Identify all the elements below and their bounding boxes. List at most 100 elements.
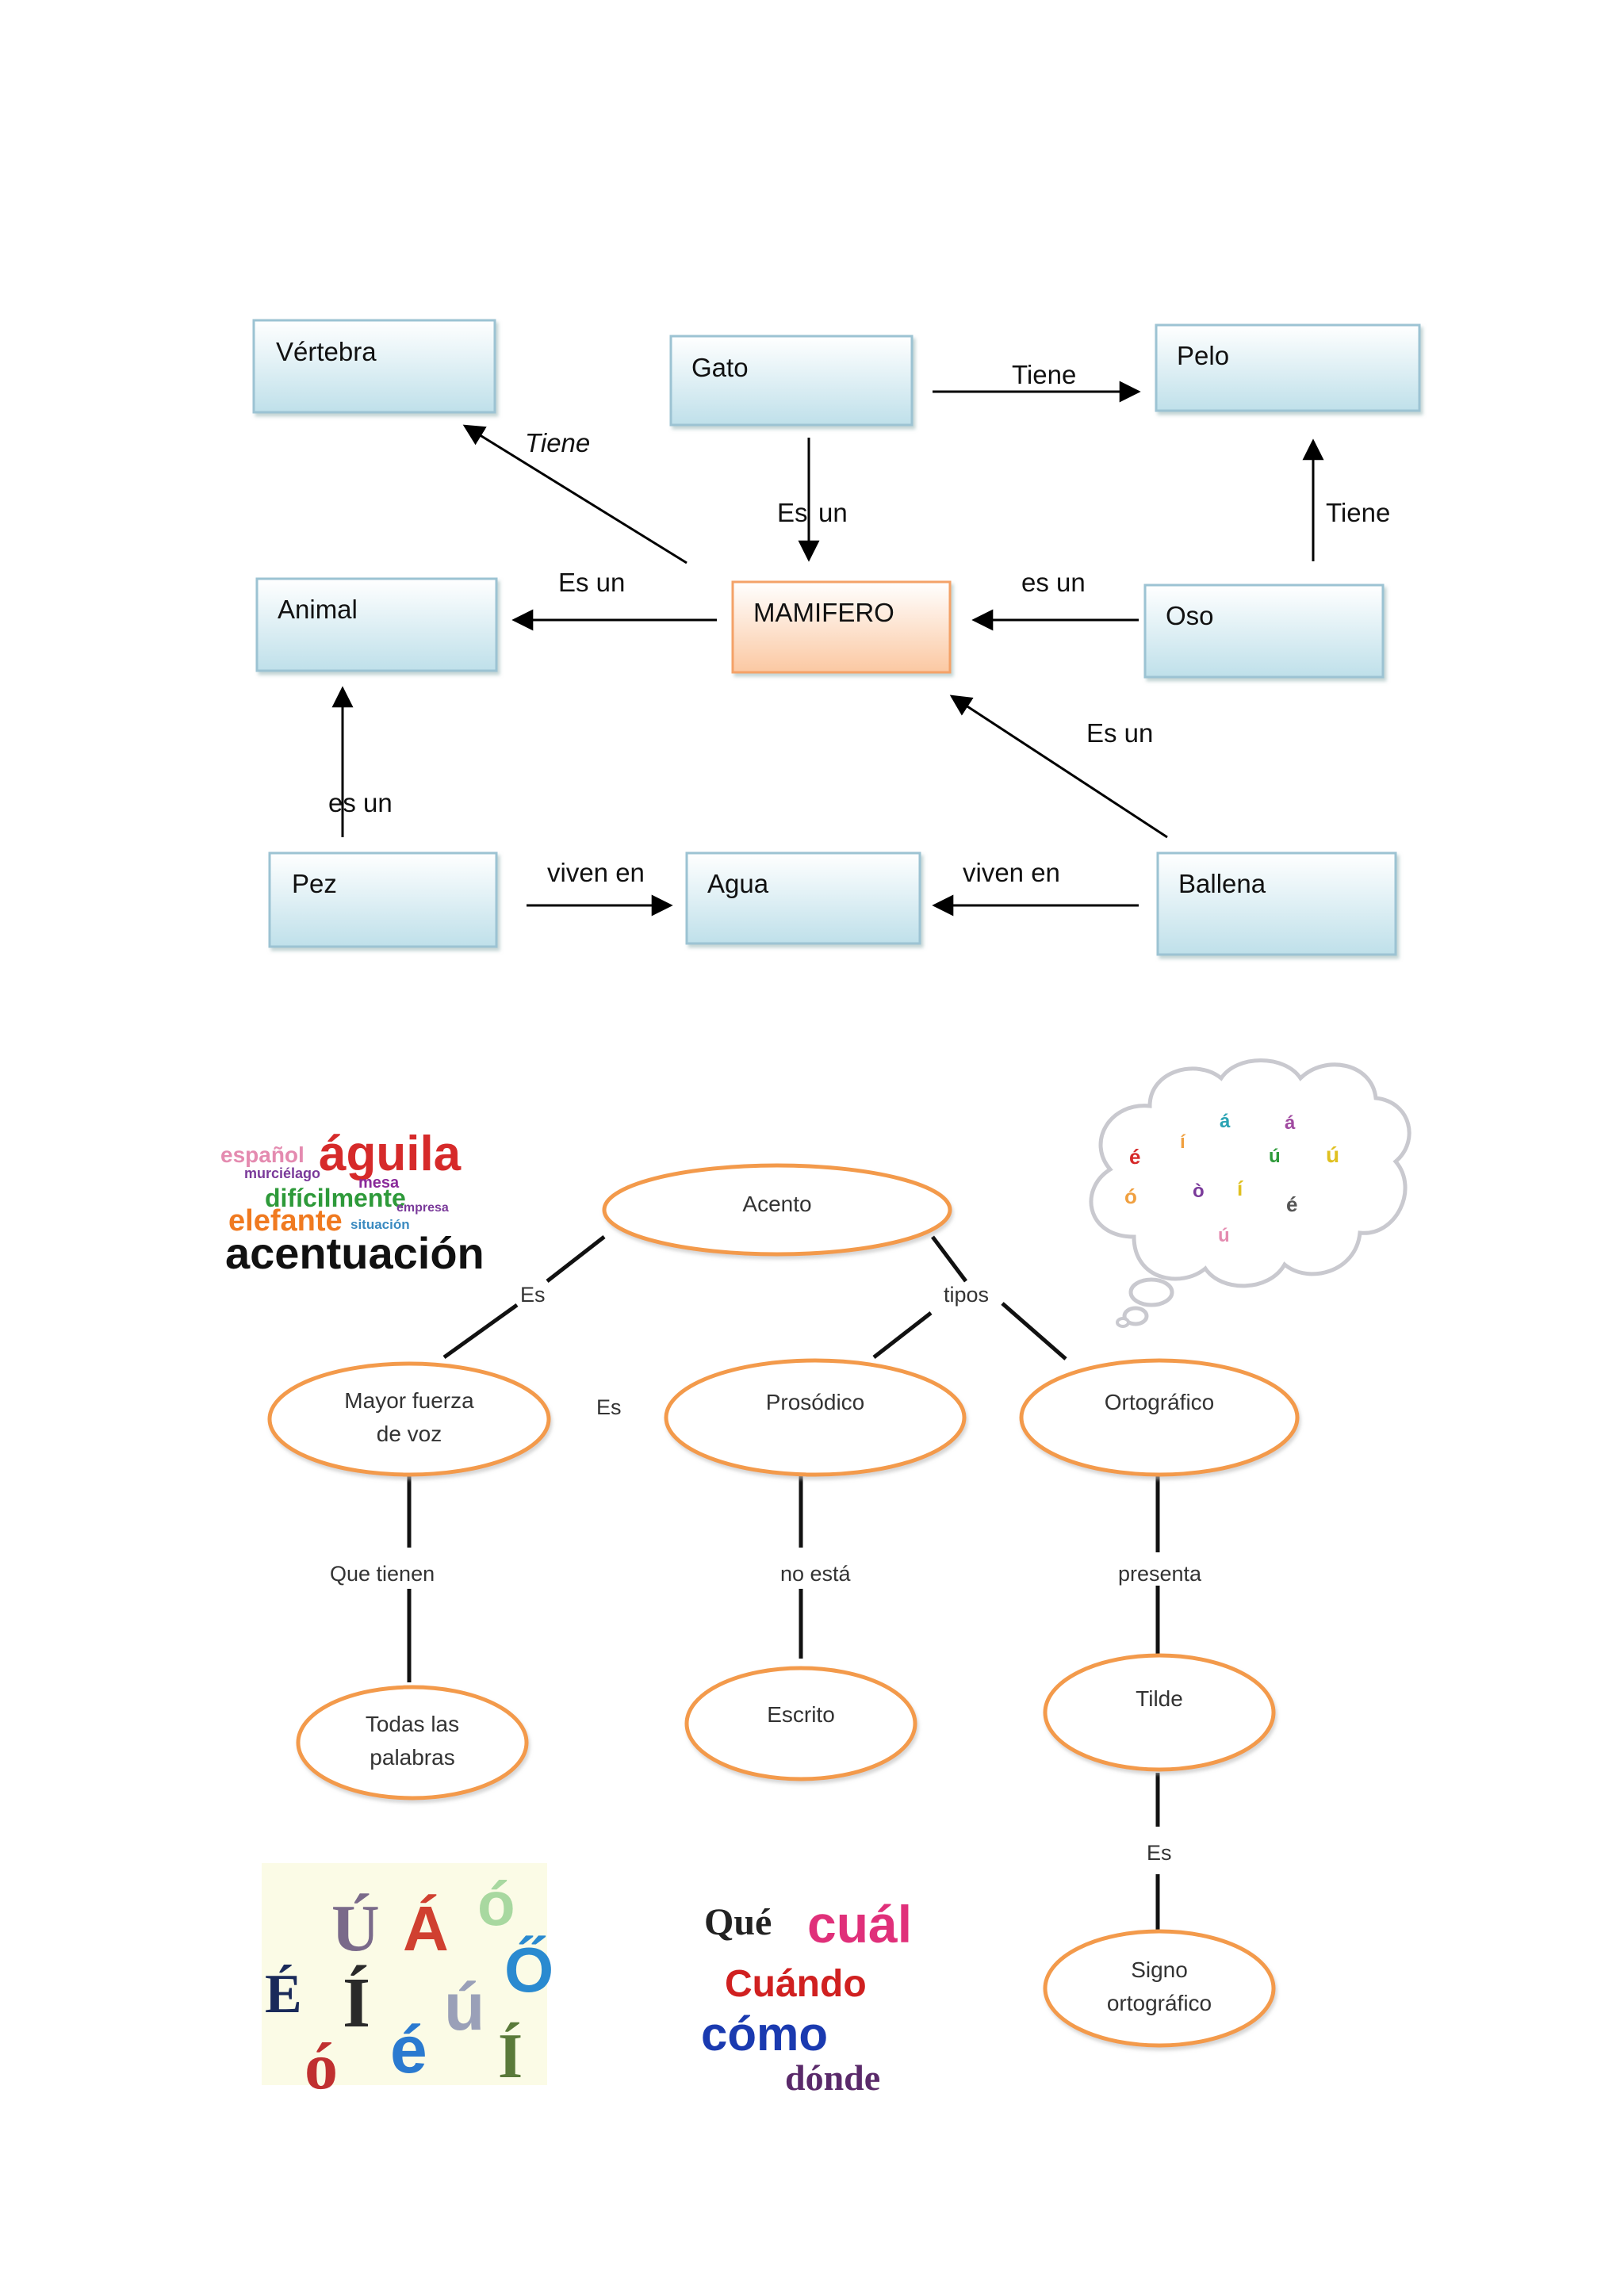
word-cloud-word: elefante <box>228 1204 343 1238</box>
node-acento: Acento <box>602 1163 952 1257</box>
node-label: Acento <box>742 1192 811 1216</box>
concept-map-acento: Es tipos Es Que tienen no está presenta … <box>267 1163 1300 2048</box>
question-word: Cuándo <box>725 1963 867 2005</box>
edge-label-ballena-agua: viven en <box>963 858 1060 887</box>
accent-letter: ú <box>444 1969 485 2044</box>
question-words-image: Qué cuál Cuándo cómo dónde <box>701 1895 912 2098</box>
connector-acento-es <box>546 1235 606 1283</box>
edge-label-mamifero-vertebra: Tiene <box>525 428 590 457</box>
edge-label-gato-mamifero-un: un <box>818 498 848 527</box>
thought-dot-small <box>1116 1317 1130 1328</box>
node-pelo: Pelo <box>1155 323 1421 412</box>
node-label-line-1: Signo <box>1131 1957 1188 1982</box>
word-cloud-word: águila <box>319 1127 462 1181</box>
accent-letter: ó <box>477 1869 515 1938</box>
node-label: Prosódico <box>766 1390 865 1414</box>
arrow-ballena-mamifero <box>949 695 1168 839</box>
bubble-letter: ú <box>1269 1146 1281 1167</box>
question-word: cuál <box>807 1895 912 1954</box>
node-label: Gato <box>691 353 749 382</box>
edge-label-mamifero-animal: Es un <box>558 568 625 597</box>
node-todas-las-palabras: Todas las palabras <box>296 1685 529 1800</box>
edge-label-no-esta: no está <box>780 1562 852 1586</box>
accent-letter: Á <box>403 1893 449 1964</box>
connector-tipos-prosodico <box>872 1311 933 1359</box>
node-prosodico: Prosódico <box>664 1358 967 1477</box>
accent-letter: Í <box>343 1964 370 2042</box>
accent-letter: ó <box>304 2030 338 2103</box>
word-cloud-image: español águila murciélago mesa difícilme… <box>220 1127 485 1278</box>
node-ortografico: Ortográfico <box>1019 1358 1300 1477</box>
question-word: dónde <box>785 2057 880 2098</box>
word-cloud-word: empresa <box>396 1201 449 1215</box>
edge-label-oso-pelo: Tiene <box>1326 498 1390 527</box>
node-pez: Pez <box>268 851 498 948</box>
node-label: Oso <box>1166 601 1214 630</box>
node-label: Ortográfico <box>1105 1390 1215 1414</box>
edge-label-pez-agua: viven en <box>547 858 645 887</box>
word-cloud-word: situación <box>350 1217 410 1232</box>
word-cloud-word: difícilmente <box>265 1184 406 1212</box>
bubble-letter: á <box>1285 1112 1296 1134</box>
node-label: Vértebra <box>276 337 377 366</box>
accent-letter: É <box>265 1964 302 2025</box>
edge-label-que-tienen: Que tienen <box>330 1562 435 1586</box>
edge-label-es-left: Es <box>520 1283 546 1307</box>
node-mamifero: MAMIFERO <box>731 580 952 674</box>
node-agua: Agua <box>685 851 921 945</box>
edge-label-pez-animal: es un <box>328 788 393 817</box>
node-oso: Oso <box>1143 584 1385 679</box>
node-mayor-fuerza: Mayor fuerza de voz <box>267 1361 551 1477</box>
edge-label-es-mid: Es <box>596 1395 622 1419</box>
edge-label-presenta: presenta <box>1118 1562 1202 1586</box>
word-cloud-word: acentuación <box>225 1228 485 1278</box>
node-label-line-2: palabras <box>370 1745 454 1770</box>
accent-letters-image: Ú Á ó É Í ú Ő ó é Í <box>262 1863 553 2103</box>
arrow-mamifero-vertebra <box>462 424 688 564</box>
connector-es-mayor <box>442 1303 519 1360</box>
bubble-letter: é <box>1286 1192 1297 1216</box>
bubble-letter: á <box>1220 1111 1231 1132</box>
bubble-letter: ú <box>1218 1225 1230 1246</box>
thought-dot-medium <box>1122 1306 1149 1326</box>
question-word: cómo <box>701 2007 828 2061</box>
accent-letter: Í <box>498 2022 523 2091</box>
word-cloud-word: murciélago <box>244 1165 320 1181</box>
edge-label-gato-mamifero-es: Es <box>777 498 808 527</box>
bubble-letter: ú <box>1326 1142 1339 1167</box>
node-label-line-1: Mayor fuerza <box>344 1388 474 1413</box>
node-label: MAMIFERO <box>753 598 894 627</box>
bubble-letter: í <box>1180 1131 1186 1153</box>
accent-letter: Ő <box>504 1934 553 2005</box>
node-escrito: Escrito <box>684 1666 917 1781</box>
accent-letter: Ú <box>331 1892 380 1965</box>
bubble-letter: í <box>1237 1177 1243 1200</box>
node-label: Tilde <box>1136 1686 1183 1711</box>
node-signo-ortografico: Signo ortográfico <box>1043 1929 1276 2048</box>
node-ballena: Ballena <box>1156 851 1397 956</box>
edge-label-ballena-mamifero: Es un <box>1086 718 1153 748</box>
node-label-line-2: de voz <box>377 1422 442 1446</box>
thought-cloud-shape <box>1089 1058 1411 1288</box>
node-label: Agua <box>707 869 769 898</box>
node-gato: Gato <box>669 335 914 427</box>
node-label-line-1: Todas las <box>366 1712 459 1736</box>
node-label: Ballena <box>1178 869 1266 898</box>
edge-label-gato-pelo: Tiene <box>1012 360 1076 389</box>
word-cloud-word: mesa <box>358 1174 400 1192</box>
node-vertebra: Vértebra <box>252 319 496 414</box>
word-cloud-word: español <box>220 1142 304 1167</box>
edge-label-es-tilde: Es <box>1147 1841 1172 1865</box>
node-label: Escrito <box>767 1702 835 1727</box>
node-animal: Animal <box>255 577 498 672</box>
node-label-line-2: ortográfico <box>1107 1991 1212 2015</box>
connector-tipos-ortografico <box>1001 1302 1067 1360</box>
edge-label-oso-mamifero: es un <box>1021 568 1086 597</box>
node-label: Animal <box>278 595 358 624</box>
bubble-letter: ó <box>1124 1184 1137 1208</box>
node-label: Pez <box>292 869 337 898</box>
thought-dot-large <box>1128 1277 1174 1307</box>
bubble-letter: é <box>1129 1145 1140 1169</box>
connector-acento-tipos <box>931 1235 967 1283</box>
